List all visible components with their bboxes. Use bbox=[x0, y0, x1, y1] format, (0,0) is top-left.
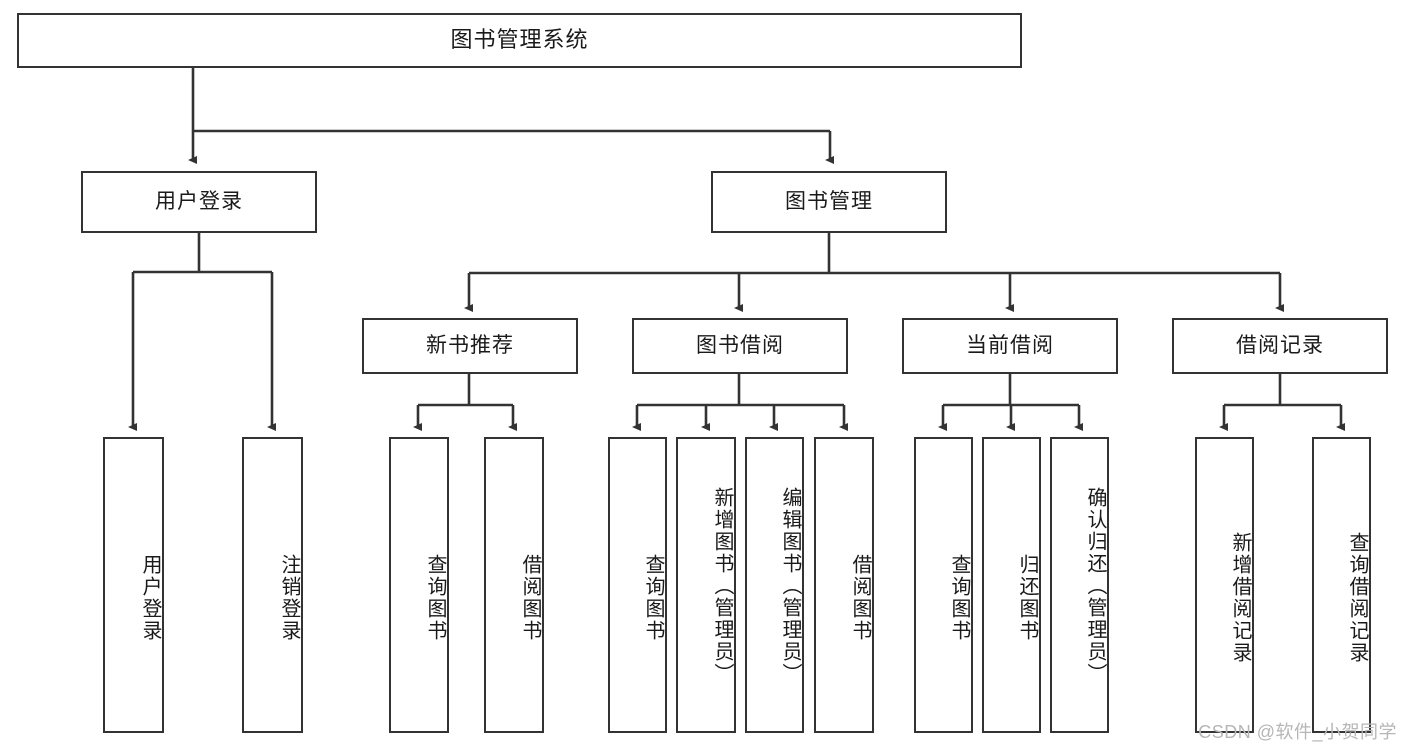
leaf-query-book-2[interactable]: 查询图书 bbox=[608, 437, 667, 733]
leaf-add-book[interactable]: 新增图书（管理员） bbox=[676, 437, 736, 733]
node-label: 借阅图书 bbox=[849, 554, 871, 642]
node-user-login[interactable]: 用户登录 bbox=[81, 171, 317, 233]
leaf-logout[interactable]: 注销登录 bbox=[242, 437, 303, 733]
leaf-confirm-return[interactable]: 确认归还（管理员） bbox=[1050, 437, 1109, 733]
node-label: 确认归还（管理员） bbox=[1084, 487, 1106, 685]
node-label: 图书借阅 bbox=[696, 334, 784, 358]
node-label: 查询图书 bbox=[948, 554, 970, 642]
leaf-return-book[interactable]: 归还图书 bbox=[982, 437, 1041, 733]
node-label: 查询借阅记录 bbox=[1346, 532, 1368, 664]
leaf-query-record[interactable]: 查询借阅记录 bbox=[1312, 437, 1371, 733]
leaf-query-book-1[interactable]: 查询图书 bbox=[389, 437, 449, 733]
node-root-system[interactable]: 图书管理系统 bbox=[17, 13, 1022, 68]
watermark-text: CSDN @软件_小贺同学 bbox=[1198, 722, 1397, 742]
node-label: 图书管理系统 bbox=[450, 27, 589, 53]
node-borrow-record[interactable]: 借阅记录 bbox=[1172, 318, 1388, 374]
node-label: 用户登录 bbox=[139, 554, 161, 642]
node-current-borrow[interactable]: 当前借阅 bbox=[902, 318, 1118, 374]
leaf-add-record[interactable]: 新增借阅记录 bbox=[1195, 437, 1254, 733]
node-label: 图书管理 bbox=[785, 190, 873, 214]
node-label: 当前借阅 bbox=[966, 334, 1054, 358]
node-label: 借阅记录 bbox=[1236, 334, 1324, 358]
node-book-manage[interactable]: 图书管理 bbox=[711, 171, 947, 233]
leaf-query-book-3[interactable]: 查询图书 bbox=[914, 437, 973, 733]
node-label: 归还图书 bbox=[1016, 554, 1038, 642]
leaf-borrow-book-2[interactable]: 借阅图书 bbox=[814, 437, 874, 733]
node-label: 查询图书 bbox=[642, 554, 664, 642]
leaf-borrow-book-1[interactable]: 借阅图书 bbox=[484, 437, 544, 733]
node-label: 新增借阅记录 bbox=[1229, 532, 1251, 664]
node-book-borrow[interactable]: 图书借阅 bbox=[632, 318, 848, 374]
node-label: 注销登录 bbox=[278, 554, 300, 642]
node-new-book-recommend[interactable]: 新书推荐 bbox=[362, 318, 578, 374]
node-label: 用户登录 bbox=[155, 190, 243, 214]
node-label: 编辑图书（管理员） bbox=[779, 487, 801, 685]
node-label: 借阅图书 bbox=[519, 554, 541, 642]
node-label: 查询图书 bbox=[424, 554, 446, 642]
node-label: 新增图书（管理员） bbox=[711, 487, 733, 685]
leaf-user-login[interactable]: 用户登录 bbox=[103, 437, 164, 733]
leaf-edit-book[interactable]: 编辑图书（管理员） bbox=[745, 437, 804, 733]
node-label: 新书推荐 bbox=[426, 334, 514, 358]
